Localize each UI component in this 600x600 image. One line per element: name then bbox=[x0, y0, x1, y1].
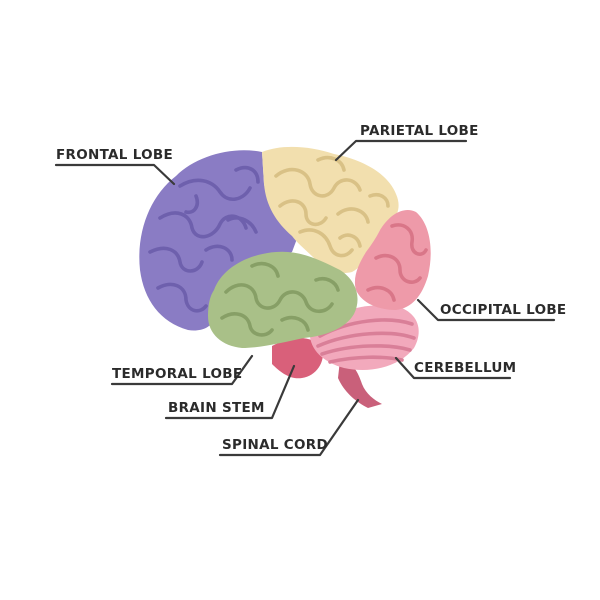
spinal-cord-label: SPINAL CORD bbox=[222, 437, 328, 453]
brain-stem-region bbox=[272, 338, 323, 379]
brain-stem-label: BRAIN STEM bbox=[168, 400, 265, 416]
frontal-lobe-leader bbox=[54, 163, 176, 186]
temporal-lobe-label: TEMPORAL LOBE bbox=[112, 366, 242, 382]
spinal-cord-leader bbox=[218, 398, 360, 457]
occipital-lobe-leader bbox=[416, 298, 556, 322]
parietal-lobe-region bbox=[262, 146, 399, 274]
brain-stem-leader bbox=[164, 364, 296, 420]
spinal-cord-region bbox=[338, 360, 382, 408]
temporal-lobe-leader bbox=[110, 354, 254, 386]
temporal-lobe-region bbox=[208, 251, 358, 348]
frontal-lobe-region bbox=[139, 150, 298, 331]
parietal-lobe-label: PARIETAL LOBE bbox=[360, 123, 479, 139]
cerebellum-leader bbox=[394, 356, 512, 380]
frontal-lobe-label: FRONTAL LOBE bbox=[56, 147, 173, 163]
occipital-lobe-label: OCCIPITAL LOBE bbox=[440, 302, 566, 318]
occipital-lobe-region bbox=[354, 210, 431, 310]
parietal-lobe-leader bbox=[334, 139, 468, 162]
cerebellum-label: CEREBELLUM bbox=[414, 360, 516, 376]
